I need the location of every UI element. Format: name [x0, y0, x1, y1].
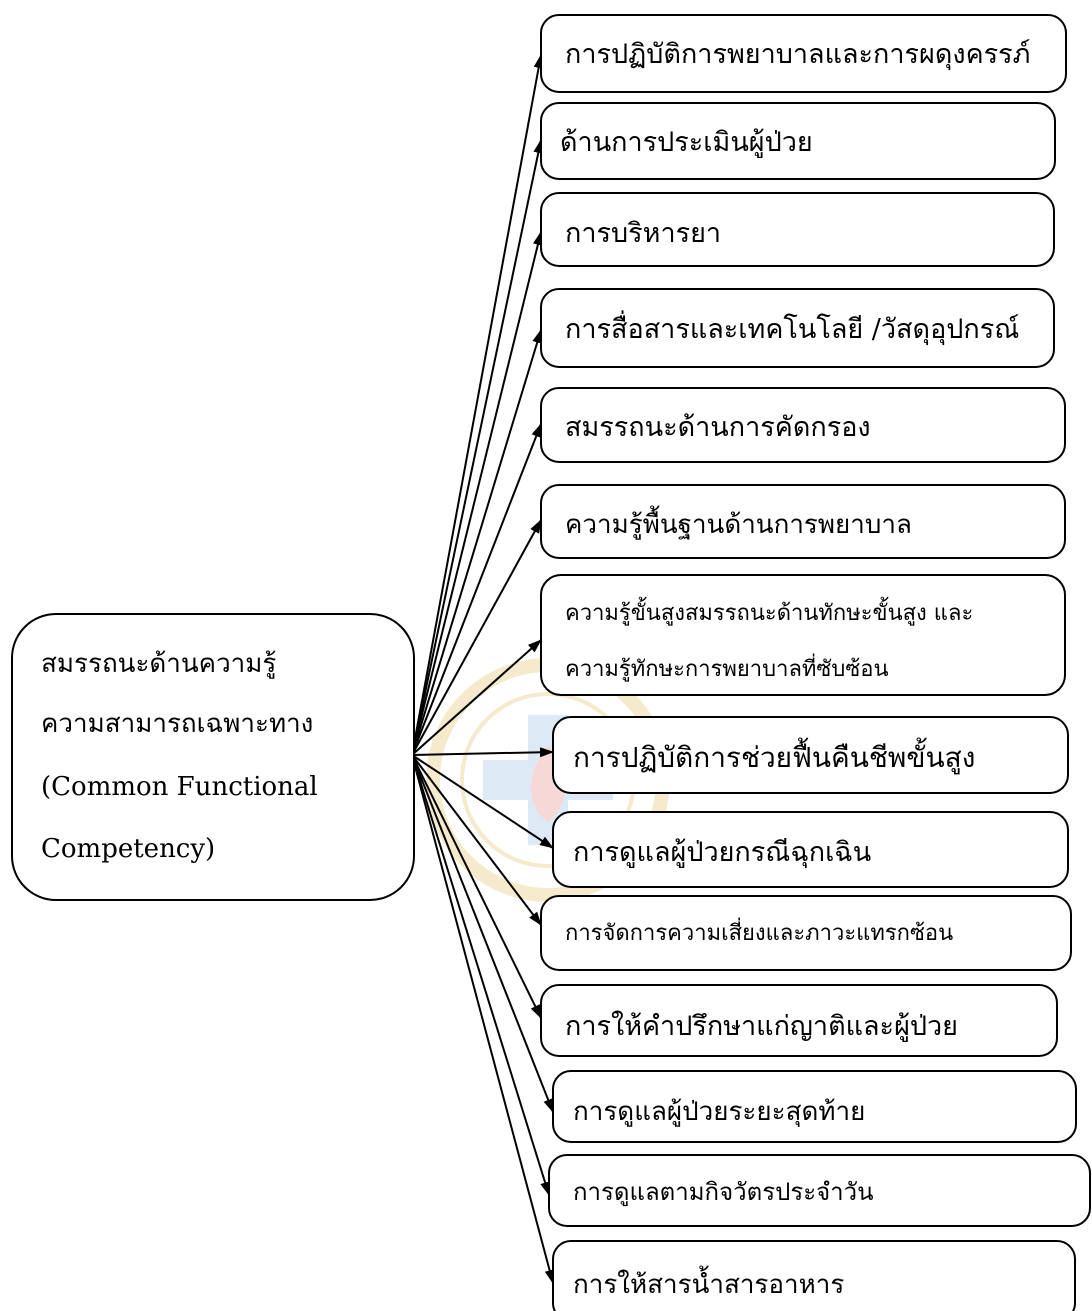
target-node-3: การบริหารยา	[540, 192, 1055, 267]
target-node-6: ความรู้พื้นฐานด้านการพยาบาล	[540, 484, 1066, 559]
arrow-3	[411, 231, 543, 756]
target-node-1: การปฏิบัติการพยาบาลและการผดุงครรภ์	[540, 14, 1067, 93]
svg-text:การสื่อสารและเทคโนโลยี /วัสดุอ: การสื่อสารและเทคโนโลยี /วัสดุอุปกรณ์	[565, 310, 1019, 346]
svg-text:ความรู้ขั้นสูงสมรรถนะด้านทักษะ: ความรู้ขั้นสูงสมรรถนะด้านทักษะขั้นสูง แล…	[565, 597, 973, 626]
arrow-1	[411, 54, 544, 756]
target-node-11: การให้คำปรึกษาแก่ญาติและผู้ป่วย	[540, 984, 1058, 1057]
svg-text:การปฏิบัติการช่วยฟื้นคืนชีพขั้: การปฏิบัติการช่วยฟื้นคืนชีพขั้นสูง	[573, 737, 975, 775]
svg-text:ด้านการประเมินผู้ป่วย: ด้านการประเมินผู้ป่วย	[560, 127, 813, 158]
target-node-10: การจัดการความเสี่ยงและภาวะแทรกซ้อน	[540, 895, 1072, 971]
source-box	[11, 613, 415, 901]
arrow-5	[411, 423, 542, 756]
svg-text:การบริหารยา: การบริหารยา	[565, 218, 721, 249]
target-node-13: การดูแลตามกิจวัตรประจำวัน	[548, 1154, 1091, 1227]
svg-text:การดูแลผู้ป่วยระยะสุดท้าย: การดูแลผู้ป่วยระยะสุดท้าย	[573, 1097, 865, 1127]
arrow-8	[411, 747, 554, 758]
source-node: สมรรถนะด้านความรู้ ความสามารถเฉพาะทาง (C…	[11, 613, 415, 901]
arrow-4	[411, 329, 543, 756]
arrow-10	[411, 754, 542, 926]
arrow-6	[411, 519, 542, 756]
arrow-13	[411, 754, 550, 1196]
arrow-14	[411, 754, 555, 1284]
arrow-12	[411, 754, 554, 1113]
target-boxes: การปฏิบัติการพยาบาลและการผดุงครรภ์ ด้านก…	[540, 14, 1091, 1311]
connector-arrows	[411, 54, 555, 1284]
arrow-9	[411, 754, 554, 849]
svg-text:การให้สารน้ำสารอาหาร: การให้สารน้ำสารอาหาร	[573, 1265, 844, 1300]
target-node-14: การให้สารน้ำสารอาหาร	[552, 1240, 1076, 1311]
svg-text:การดูแลผู้ป่วยกรณีฉุกเฉิน: การดูแลผู้ป่วยกรณีฉุกเฉิน	[573, 837, 871, 869]
source-line-4: Competency)	[41, 834, 215, 864]
target-node-9: การดูแลผู้ป่วยกรณีฉุกเฉิน	[552, 811, 1069, 888]
source-line-2: ความสามารถเฉพาะทาง	[41, 709, 313, 739]
svg-text:การให้คำปรึกษาแก่ญาติและผู้ป่ว: การให้คำปรึกษาแก่ญาติและผู้ป่วย	[565, 1010, 958, 1042]
svg-text:การปฏิบัติการพยาบาลและการผดุงค: การปฏิบัติการพยาบาลและการผดุงครรภ์	[565, 38, 1030, 71]
svg-text:สมรรถนะด้านการคัดกรอง: สมรรถนะด้านการคัดกรอง	[565, 412, 871, 443]
svg-text:การดูแลตามกิจวัตรประจำวัน: การดูแลตามกิจวัตรประจำวัน	[573, 1178, 874, 1207]
target-node-8: การปฏิบัติการช่วยฟื้นคืนชีพขั้นสูง	[552, 716, 1069, 794]
target-node-12: การดูแลผู้ป่วยระยะสุดท้าย	[552, 1070, 1077, 1143]
arrow-2	[411, 139, 544, 756]
target-node-2: ด้านการประเมินผู้ป่วย	[540, 102, 1056, 180]
source-line-3: (Common Functional	[41, 772, 318, 802]
target-node-4: การสื่อสารและเทคโนโลยี /วัสดุอุปกรณ์	[540, 288, 1055, 368]
svg-text:ความรู้พื้นฐานด้านการพยาบาล: ความรู้พื้นฐานด้านการพยาบาล	[565, 505, 912, 540]
target-node-5: สมรรถนะด้านการคัดกรอง	[540, 387, 1066, 463]
svg-text:การจัดการความเสี่ยงและภาวะแทรก: การจัดการความเสี่ยงและภาวะแทรกซ้อน	[565, 917, 953, 946]
svg-text:ความรู้ทักษะการพยาบาลที่ซับซ้อ: ความรู้ทักษะการพยาบาลที่ซับซ้อน	[565, 653, 889, 682]
source-line-1: สมรรถนะด้านความรู้	[41, 649, 276, 679]
target-node-7: ความรู้ขั้นสูงสมรรถนะด้านทักษะขั้นสูง แล…	[540, 574, 1066, 696]
arrow-11	[411, 754, 542, 1019]
arrow-7	[411, 639, 542, 756]
